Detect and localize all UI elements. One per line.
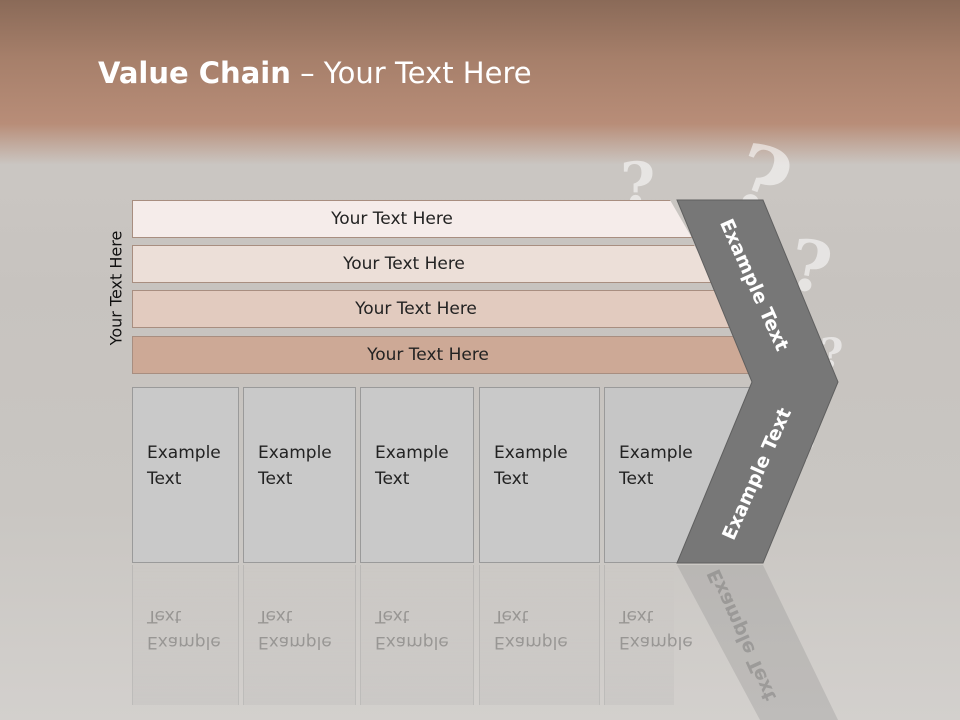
title-rest: – Your Text Here: [290, 56, 532, 90]
value-bar-2: Your Text Here: [132, 245, 716, 283]
value-bar-label: Your Text Here: [331, 209, 453, 229]
value-bar-1: Your Text Here: [132, 200, 692, 238]
value-bar-label: Your Text Here: [343, 254, 465, 274]
activity-column-1: Example Text: [132, 387, 239, 563]
value-bar-4: Your Text Here: [132, 336, 764, 374]
header-band: [0, 0, 960, 165]
value-bar-3: Your Text Here: [132, 290, 740, 328]
column-line1: Example: [147, 443, 221, 463]
column-line1: Example: [258, 443, 332, 463]
column-line2: Text: [375, 469, 410, 489]
value-bar-label: Your Text Here: [355, 299, 477, 319]
column-line2: Text: [147, 469, 182, 489]
column-line1: Example: [375, 443, 449, 463]
activity-column-4: Example Text: [479, 387, 600, 563]
chevron-shape: [676, 199, 839, 564]
value-bar-label: Your Text Here: [367, 345, 489, 365]
slide-title: Value Chain – Your Text Here: [98, 56, 532, 90]
column-line2: Text: [258, 469, 293, 489]
activity-column-3: Example Text: [360, 387, 474, 563]
chevron-reflection: [677, 565, 838, 720]
column-line2: Text: [494, 469, 529, 489]
activity-column-2: Example Text: [243, 387, 356, 563]
column-line1: Example: [494, 443, 568, 463]
column-line2: Text: [619, 469, 654, 489]
title-bold: Value Chain: [98, 56, 291, 90]
column-line1: Example: [619, 443, 693, 463]
